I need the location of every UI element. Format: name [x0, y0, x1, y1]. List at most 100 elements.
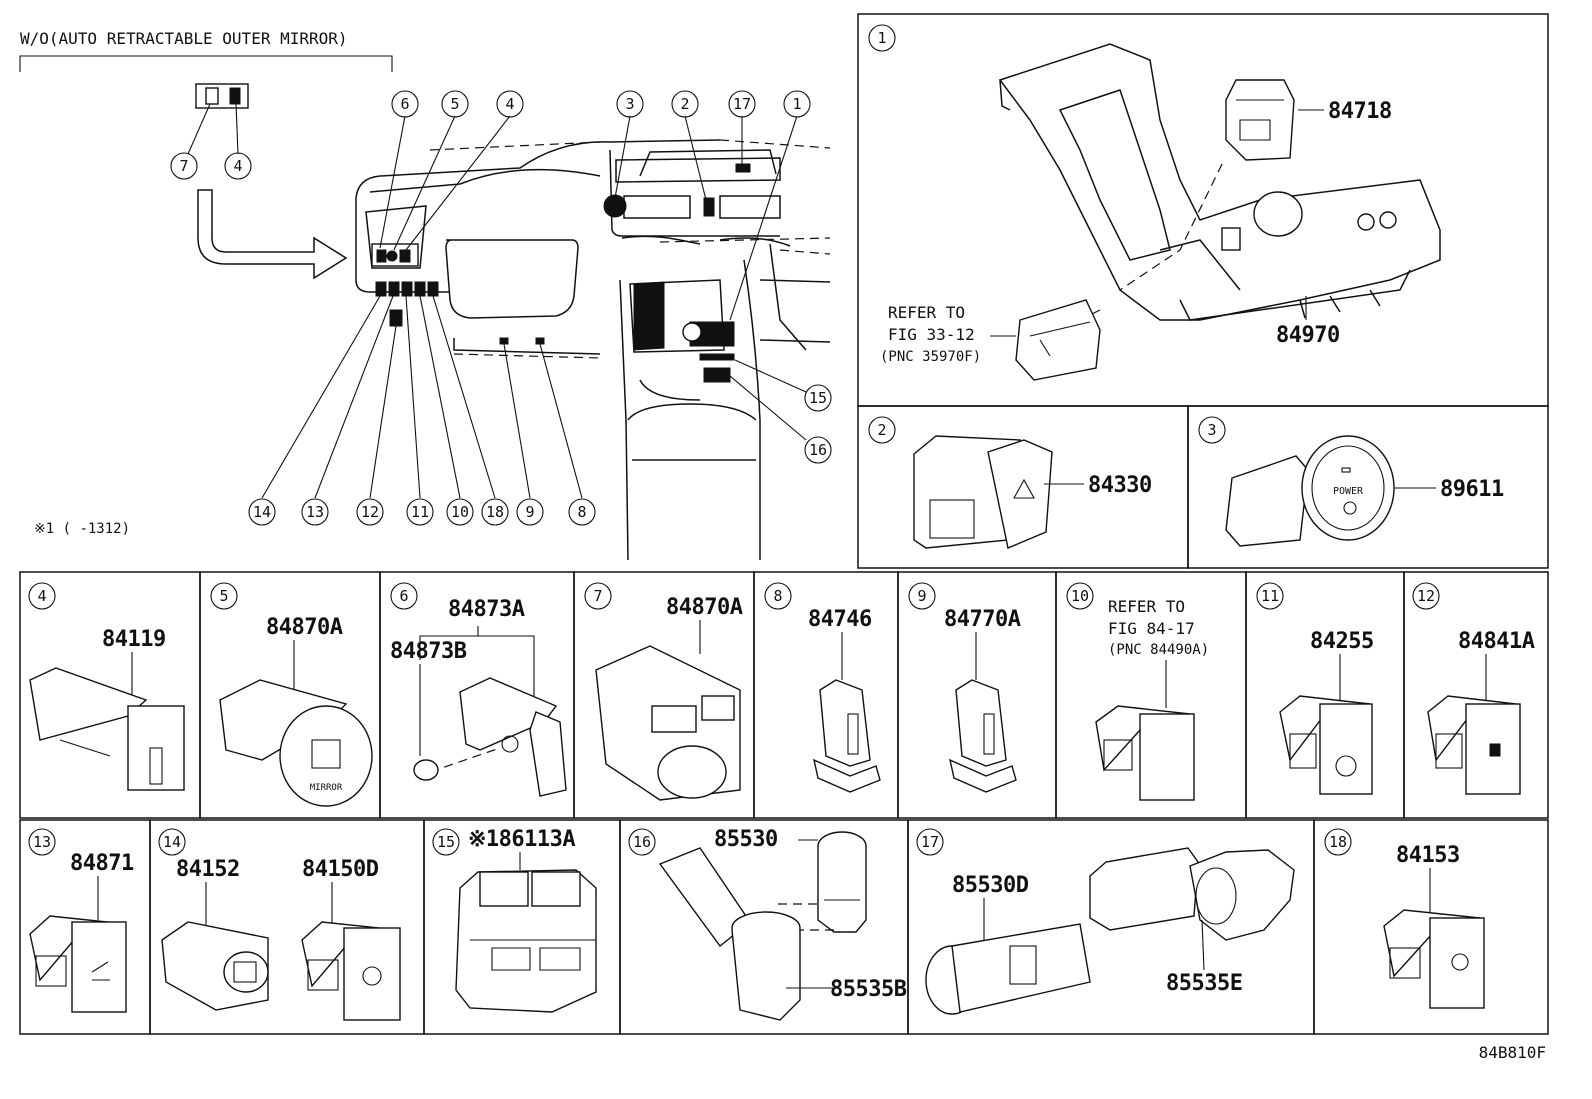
panel-7: 7 84870A [573, 571, 755, 819]
panel-18-index: 18 [1324, 828, 1352, 856]
svg-text:8: 8 [773, 587, 782, 605]
part-number-84870A-p5: 84870A [266, 615, 343, 640]
socket-85535E-drawing [1089, 847, 1295, 941]
fuel-icon [1489, 743, 1501, 757]
mirror-button-label: MIRROR [310, 783, 343, 793]
callout-3: 3 [616, 90, 644, 118]
panel-16: 16 85530 85535B [619, 819, 909, 1035]
panel-1-index: 1 [868, 24, 896, 52]
heater-switch-drawing [1279, 695, 1373, 795]
switch-84152-drawing [161, 921, 269, 1011]
panel-5-index: 5 [210, 582, 238, 610]
svg-text:1: 1 [877, 29, 886, 47]
panel-10: 10 REFER TO FIG 84-17 (PNC 84490A) [1055, 571, 1247, 819]
panel-16-index: 16 [628, 828, 656, 856]
pointer-arrow-icon [197, 189, 348, 280]
console-panel-drawing [998, 43, 1441, 321]
part-number-84330: 84330 [1088, 473, 1152, 498]
callout-15: 15 [804, 384, 832, 412]
svg-text:6: 6 [400, 95, 409, 113]
svg-text:9: 9 [525, 503, 534, 521]
panel-9-index: 9 [908, 582, 936, 610]
panel-18: 18 84153 [1313, 819, 1549, 1035]
panel-6-index: 6 [390, 582, 418, 610]
footnote: ※1 ( -1312) [34, 521, 130, 537]
callout-12: 12 [356, 498, 384, 526]
socket-85530D-drawing [925, 923, 1091, 1015]
overview-section: W/O(AUTO RETRACTABLE OUTER MIRROR) 7 4 [19, 29, 832, 561]
auto-light-switch-drawing [1383, 909, 1485, 1009]
svg-text:12: 12 [361, 503, 379, 521]
socket-85535B-drawing [658, 847, 801, 1021]
panel-4: 4 84119 [19, 571, 201, 819]
callout-inset-7: 7 [170, 152, 198, 180]
mirror-retract-switch-drawing [413, 677, 567, 797]
panel-9: 9 84770A [897, 571, 1057, 819]
part-number-84870A-p7: 84870A [666, 595, 743, 620]
dimmer-switch-drawing [29, 667, 185, 791]
inset-switch-group [187, 83, 249, 155]
switch-84150D-drawing [301, 921, 401, 1021]
panel-4-index: 4 [28, 582, 56, 610]
part-number-84718: 84718 [1328, 99, 1392, 124]
panel-3: 3 POWER 89611 [1187, 405, 1549, 569]
p1-refer-line1: REFER TO [888, 303, 965, 322]
panel-12-index: 12 [1412, 582, 1440, 610]
part-number-85535B: 85535B [830, 977, 907, 1002]
svg-text:18: 18 [486, 503, 504, 521]
panel-2: 2 84330 [857, 405, 1189, 569]
callout-14: 14 [248, 498, 276, 526]
p1-refer-line3: (PNC 35970F) [880, 349, 981, 365]
svg-text:3: 3 [625, 95, 634, 113]
panel-11: 11 84255 [1245, 571, 1405, 819]
connector-84746-drawing [813, 679, 881, 793]
part-number-85530D: 85530D [952, 873, 1029, 898]
svg-text:12: 12 [1417, 587, 1435, 605]
panel-14-index: 14 [158, 828, 186, 856]
p10-refer-line1: REFER TO [1108, 597, 1185, 616]
svg-text:10: 10 [451, 503, 469, 521]
panel-6: 6 84873A 84873B [379, 571, 575, 819]
svg-text:16: 16 [809, 441, 827, 459]
panel-13: 13 84871 [19, 819, 151, 1035]
part-number-84841A: 84841A [1458, 629, 1535, 654]
panel-3-index: 3 [1198, 416, 1226, 444]
callout-18: 18 [481, 498, 509, 526]
part-number-85535E: 85535E [1166, 971, 1242, 996]
part-number-85530: 85530 [714, 827, 778, 852]
part-number-86113A: ※186113A [468, 827, 575, 852]
callout-9: 9 [516, 498, 544, 526]
panel-7-index: 7 [584, 582, 612, 610]
svg-text:11: 11 [411, 503, 429, 521]
switch-35970f-drawing [1015, 299, 1101, 381]
panel-8-index: 8 [764, 582, 792, 610]
svg-text:1: 1 [792, 95, 801, 113]
panel-12: 12 84841A [1403, 571, 1549, 819]
callout-16: 16 [804, 436, 832, 464]
svg-text:14: 14 [163, 833, 181, 851]
part-number-84119: 84119 [102, 627, 166, 652]
svg-text:4: 4 [37, 587, 46, 605]
panel-1: 1 84718 REFER TO FIG 33-12 (PNC 3597 [857, 13, 1549, 407]
fuel-door-switch-drawing [1427, 695, 1521, 795]
p10-refer-line3: (PNC 84490A) [1108, 642, 1209, 658]
callout-2: 2 [671, 90, 699, 118]
part-number-84150D: 84150D [302, 857, 379, 882]
callout-10: 10 [446, 498, 474, 526]
mirror-switch-drawing: MIRROR [219, 679, 373, 807]
panel-17: 17 85530D 85535E [907, 819, 1315, 1035]
svg-text:14: 14 [253, 503, 271, 521]
panel-11-index: 11 [1256, 582, 1284, 610]
svg-text:16: 16 [633, 833, 651, 851]
callout-8: 8 [568, 498, 596, 526]
svg-text:4: 4 [505, 95, 514, 113]
power-button-drawing: POWER [1225, 435, 1395, 547]
callout-17: 17 [728, 90, 756, 118]
switch-84718-drawing [1225, 79, 1295, 161]
svg-text:5: 5 [219, 587, 228, 605]
panel-17-index: 17 [916, 828, 944, 856]
hazard-switch-drawing [913, 435, 1053, 549]
p1-refer-line2: FIG 33-12 [888, 325, 975, 344]
callout-1: 1 [783, 90, 811, 118]
svg-text:13: 13 [306, 503, 324, 521]
